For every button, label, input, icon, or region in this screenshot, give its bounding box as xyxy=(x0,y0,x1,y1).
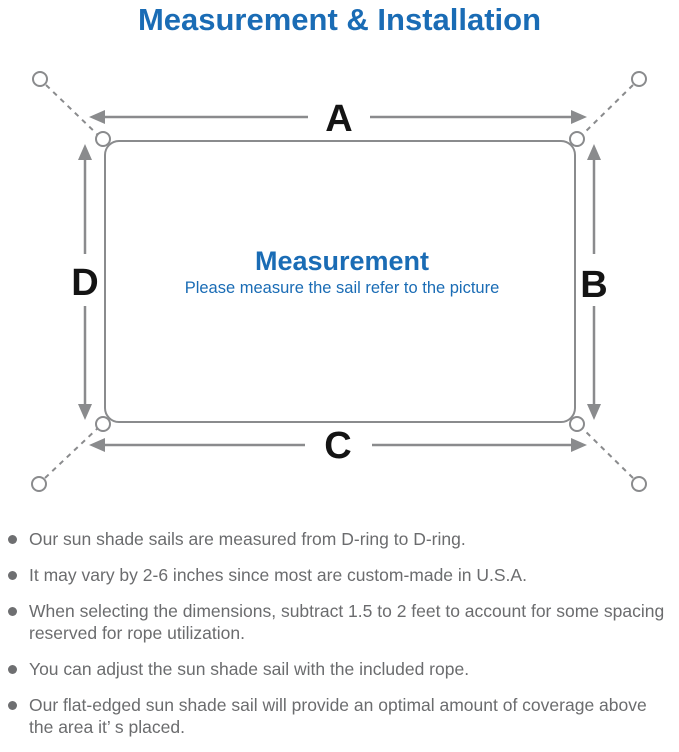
list-item: It may vary by 2-6 inches since most are… xyxy=(8,564,674,586)
arrowhead-right-icon xyxy=(571,438,587,452)
note-text: Our flat-edged sun shade sail will provi… xyxy=(29,695,647,737)
measurement-diagram: A C D B Measurement Please measure the s… xyxy=(31,71,647,492)
anchor-rings xyxy=(31,71,647,492)
dimension-label-b: B xyxy=(580,264,607,306)
list-item: Our flat-edged sun shade sail will provi… xyxy=(8,694,674,738)
arrowhead-right-icon xyxy=(571,110,587,124)
bullet-icon xyxy=(8,571,17,580)
d-ring-icon-top-left xyxy=(95,131,111,147)
corner-d-rings xyxy=(95,131,585,432)
measure-arrow-a: A xyxy=(89,98,587,140)
measurement-subtitle: Please measure the sail refer to the pic… xyxy=(185,279,500,297)
measure-arrow-b: B xyxy=(580,144,608,420)
rope-dashed-lines xyxy=(44,84,634,479)
d-ring-icon-top-right xyxy=(569,131,585,147)
arrowhead-down-icon xyxy=(587,404,601,420)
arrowhead-down-icon xyxy=(78,404,92,420)
dimension-label-a: A xyxy=(325,98,352,140)
bullet-icon xyxy=(8,701,17,710)
sail-center-caption: Measurement Please measure the sail refe… xyxy=(185,246,500,297)
anchor-ring-icon-bottom-left xyxy=(31,476,47,492)
list-item: When selecting the dimensions, subtract … xyxy=(8,600,674,644)
measurement-heading: Measurement xyxy=(255,246,429,276)
bullet-icon xyxy=(8,665,17,674)
sail-outline xyxy=(104,140,576,423)
dimension-label-d: D xyxy=(71,262,98,304)
bullet-icon xyxy=(8,607,17,616)
note-text: When selecting the dimensions, subtract … xyxy=(29,601,665,643)
anchor-ring-icon-top-left xyxy=(32,71,48,87)
rope-line-top-right xyxy=(580,84,634,137)
list-item: You can adjust the sun shade sail with t… xyxy=(8,658,674,680)
arrowhead-left-icon xyxy=(89,438,105,452)
list-item: Our sun shade sails are measured from D-… xyxy=(8,528,674,550)
bullet-icon xyxy=(8,535,17,544)
anchor-ring-icon-bottom-right xyxy=(631,476,647,492)
arrowhead-up-icon xyxy=(78,144,92,160)
measure-arrow-c: C xyxy=(89,425,587,467)
rope-line-bottom-right xyxy=(580,426,634,479)
d-ring-icon-bottom-left xyxy=(95,416,111,432)
rope-line-bottom-left xyxy=(44,426,100,479)
rope-line-top-left xyxy=(45,84,100,137)
note-text: Our sun shade sails are measured from D-… xyxy=(29,529,466,549)
page-title: Measurement & Installation xyxy=(137,2,542,37)
dimension-label-c: C xyxy=(324,425,351,467)
notes-list: Our sun shade sails are measured from D-… xyxy=(8,528,674,752)
note-text: It may vary by 2-6 inches since most are… xyxy=(29,565,527,585)
note-text: You can adjust the sun shade sail with t… xyxy=(29,659,470,679)
measure-arrow-d: D xyxy=(71,144,99,420)
arrowhead-left-icon xyxy=(89,110,105,124)
d-ring-icon-bottom-right xyxy=(569,416,585,432)
anchor-ring-icon-top-right xyxy=(631,71,647,87)
arrowhead-up-icon xyxy=(587,144,601,160)
